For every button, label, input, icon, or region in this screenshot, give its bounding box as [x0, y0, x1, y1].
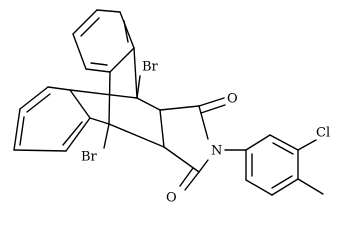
- bond: [90, 62, 108, 66]
- bond: [109, 47, 135, 73]
- bond: [159, 105, 200, 111]
- bond: [136, 97, 161, 111]
- chlorine-label: Cl: [316, 126, 330, 141]
- bond: [108, 123, 165, 148]
- bond: [198, 105, 209, 140]
- bond: [136, 75, 141, 99]
- bond: [271, 175, 293, 189]
- bond: [85, 68, 111, 73]
- bond: [19, 86, 49, 110]
- bond: [80, 17, 100, 37]
- bond: [198, 97, 225, 107]
- bond: [89, 117, 110, 125]
- bond: [13, 108, 21, 151]
- bond: [108, 71, 111, 125]
- bond: [163, 146, 200, 173]
- bond: [133, 47, 138, 99]
- oxygen-label-top: O: [227, 92, 238, 107]
- bond: [72, 9, 98, 35]
- bond: [272, 142, 294, 155]
- bond: [159, 109, 165, 148]
- bond: [184, 171, 200, 191]
- bond: [179, 167, 194, 187]
- bond: [72, 33, 87, 70]
- atom-labels: Br Br O O N Cl: [81, 60, 330, 206]
- bond: [69, 89, 91, 119]
- bond: [271, 178, 299, 196]
- oxygen-label-bottom: O: [166, 191, 177, 206]
- bromine-label-bottom: Br: [81, 150, 98, 165]
- bond: [123, 20, 129, 43]
- bond: [297, 139, 317, 151]
- bond: [200, 104, 226, 114]
- bond: [103, 123, 110, 149]
- bromine-label-top: Br: [142, 60, 159, 75]
- bond: [62, 121, 83, 146]
- bond: [245, 134, 271, 151]
- bond: [69, 89, 138, 99]
- bond: [26, 93, 51, 113]
- nitrogen-label: N: [211, 144, 222, 159]
- bond: [297, 178, 324, 195]
- bond: [269, 134, 299, 151]
- bond: [47, 86, 71, 91]
- bond: [13, 149, 67, 152]
- bond: [65, 117, 91, 152]
- bond: [245, 179, 273, 196]
- bond: [198, 159, 209, 173]
- bond: [119, 11, 135, 49]
- bond: [96, 9, 121, 13]
- bond: [19, 116, 25, 146]
- bond-network: [13, 9, 324, 196]
